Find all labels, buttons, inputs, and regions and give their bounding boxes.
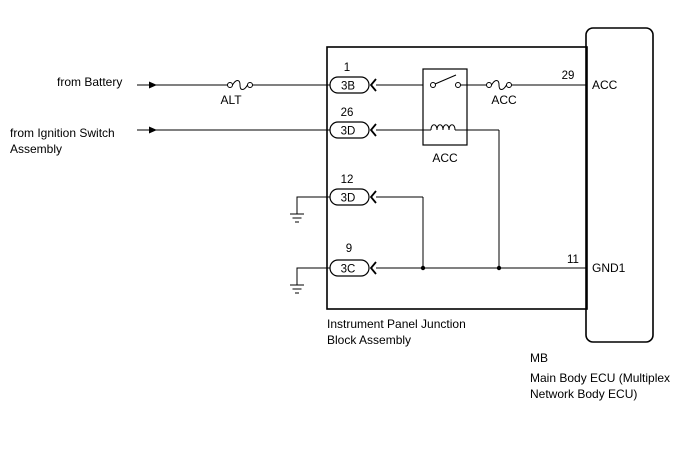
connector-3b: [329, 76, 377, 94]
junction-block-label-line2: Block Assembly: [327, 333, 411, 347]
alt-fuse-icon: [227, 80, 253, 90]
relay-coil-icon: [430, 124, 456, 131]
ecu-pin-29: 29: [562, 70, 575, 82]
junction-dot-2: [496, 265, 502, 271]
ecu-code-label: MB: [530, 351, 548, 365]
relay-label: ACC: [432, 151, 458, 165]
ecu-terminal-acc: ACC: [592, 78, 618, 92]
ground-icon-lower: [290, 267, 330, 294]
relay-switch-icon: [430, 74, 461, 88]
connector-3d-upper: [329, 121, 377, 139]
ecu-terminal-gnd1: GND1: [592, 261, 626, 275]
connector-pin-9: 9: [346, 243, 352, 255]
connector-pin-12: 12: [341, 174, 354, 186]
alt-fuse-label: ALT: [220, 93, 242, 107]
relay-box: [422, 68, 468, 146]
acc-fuse-icon: [486, 80, 512, 90]
ecu-name-line1: Main Body ECU (Multiplex: [530, 371, 670, 385]
connector-code-3c: 3C: [341, 264, 356, 276]
connector-code-3b: 3B: [341, 81, 355, 93]
ignition-label-line2: Assembly: [10, 142, 62, 156]
ignition-arrow-icon: [149, 126, 157, 134]
battery-label: from Battery: [57, 75, 122, 89]
connector-3d-lower: [329, 188, 377, 206]
ignition-label-line1: from Ignition Switch: [10, 126, 115, 140]
junction-block-label-line1: Instrument Panel Junction: [327, 317, 466, 331]
ecu-name-line2: Network Body ECU): [530, 387, 637, 401]
junction-block-box: [326, 46, 588, 310]
ground-icon-upper: [290, 196, 330, 223]
connector-code-3d-lower: 3D: [341, 193, 356, 205]
acc-fuse-label: ACC: [491, 93, 517, 107]
connector-code-3d-upper: 3D: [341, 126, 356, 138]
ecu-box: [585, 27, 654, 343]
junction-dot-1: [420, 265, 426, 271]
connector-pin-1: 1: [344, 62, 350, 74]
ecu-pin-11: 11: [567, 254, 579, 266]
connector-pin-26: 26: [341, 107, 354, 119]
battery-arrow-icon: [149, 81, 157, 89]
